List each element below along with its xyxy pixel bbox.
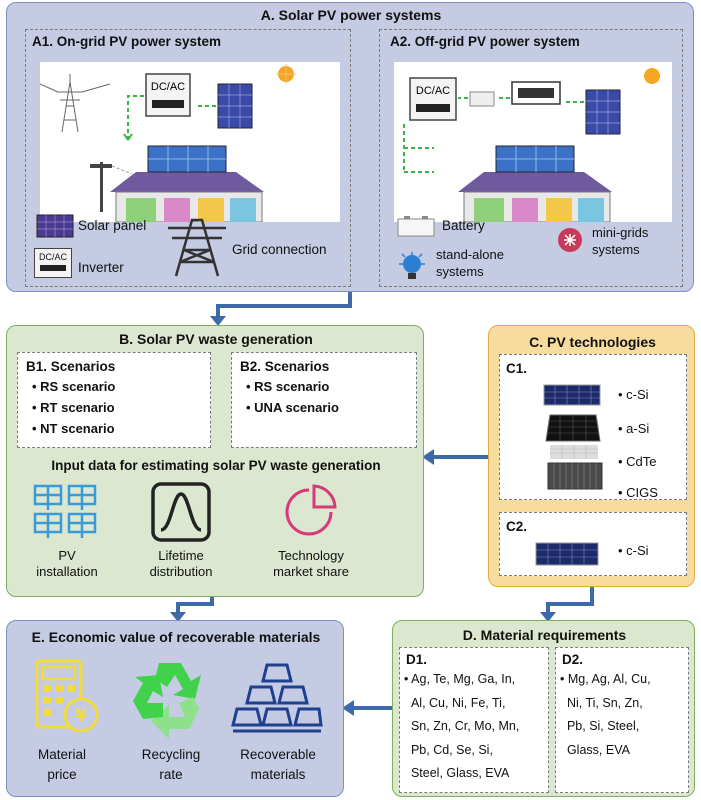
grid-panels-icon xyxy=(33,484,97,538)
b1-item: • RT scenario xyxy=(32,400,115,415)
panel-e-title: E. Economic value of recoverable materia… xyxy=(31,629,321,645)
inverter-box-icon xyxy=(145,73,191,117)
panel-solar-pv-power-systems: A. Solar PV power systems A1. On-grid PV… xyxy=(6,2,694,292)
inverter-box-icon xyxy=(409,77,457,121)
on-grid-illustration: DC/AC xyxy=(39,62,340,223)
off-grid-illustration: DC/AC xyxy=(394,62,672,223)
panel-a-title: A. Solar PV power systems xyxy=(260,7,442,23)
solar-panel-icon xyxy=(217,83,253,129)
panel-economic-value: E. Economic value of recoverable materia… xyxy=(6,620,344,797)
svg-text:¥: ¥ xyxy=(75,706,87,726)
c1-box: C1. • c-Si • a-Si • CdTe • CIGS xyxy=(499,354,687,500)
c1-title: C1. xyxy=(506,361,528,376)
c2-item: • c-Si xyxy=(618,543,649,558)
a2-title: A2. Off-grid PV power system xyxy=(390,34,580,49)
mini-grids-icon xyxy=(558,228,582,252)
house-icon xyxy=(458,145,612,223)
d2-material-list: • Mg, Ag, Al, Cu, Ni, Ti, Sn, Zn, Pb, Si… xyxy=(560,672,651,757)
b2-box: B2. Scenarios • RS scenario • UNA scenar… xyxy=(231,352,417,448)
input-data-title: Input data for estimating solar PV waste… xyxy=(51,458,381,473)
inverter-legend-icon: DC/AC xyxy=(34,248,72,278)
d2-title: D2. xyxy=(562,652,584,667)
d1-box: D1. • Ag, Te, Mg, Ga, In, Al, Cu, Ni, Fe… xyxy=(399,647,549,793)
battery-label: Battery xyxy=(442,218,485,233)
transmission-tower-icon xyxy=(39,74,111,133)
b1-item: • RS scenario xyxy=(32,379,116,394)
panel-material-requirements: D. Material requirements D1. • Ag, Te, M… xyxy=(392,620,695,797)
a1-box: A1. On-grid PV power system DC/AC xyxy=(25,29,351,287)
solar-panel-legend-icon xyxy=(36,214,74,238)
panel-pv-technologies: C. PV technologies C1. • c-Si • a-Si • C… xyxy=(488,325,695,587)
c1-item: • CIGS xyxy=(618,485,658,500)
a1-title: A1. On-grid PV power system xyxy=(32,34,222,49)
cigs-module xyxy=(547,462,603,490)
c-si-module-icon xyxy=(535,542,599,566)
sun-icon xyxy=(644,68,660,84)
battery-icon xyxy=(397,216,435,237)
panel-c-title: C. PV technologies xyxy=(529,334,656,350)
ingots-icon xyxy=(231,663,323,733)
solar-panel-icon xyxy=(585,89,621,135)
c1-item: • CdTe xyxy=(618,454,657,469)
panel-b-title: B. Solar PV waste generation xyxy=(119,331,313,347)
svg-text:DC/AC: DC/AC xyxy=(151,81,185,93)
a2-box: A2. Off-grid PV power system DC/AC xyxy=(379,29,683,287)
grid-connection-icon xyxy=(168,218,226,277)
bell-curve-icon xyxy=(151,482,211,542)
b1-item: • NT scenario xyxy=(32,421,115,436)
panel-d-title: D. Material requirements xyxy=(462,627,627,643)
b1-title: B1. Scenarios xyxy=(26,359,116,374)
battery-small-icon xyxy=(469,91,495,107)
c-si-module xyxy=(543,384,601,406)
calculator-yen-icon: ¥ xyxy=(35,659,99,733)
b1-box: B1. Scenarios • RS scenario • RT scenari… xyxy=(17,352,211,448)
d2-box: D2. • Mg, Ag, Al, Cu, Ni, Ti, Sn, Zn, Pb… xyxy=(555,647,689,793)
b2-item: • RS scenario xyxy=(246,379,330,394)
recycle-icon xyxy=(133,663,201,739)
grid-connection-label: Grid connection xyxy=(232,242,327,257)
a-si-module xyxy=(545,414,601,442)
svg-text:DC/AC: DC/AC xyxy=(416,85,450,97)
c1-item: • a-Si xyxy=(618,421,650,436)
panel-solar-pv-waste-generation: B. Solar PV waste generation B1. Scenari… xyxy=(6,325,424,597)
house-icon xyxy=(110,145,264,223)
c2-title: C2. xyxy=(506,519,528,534)
d1-material-list: • Ag, Te, Mg, Ga, In, Al, Cu, Ni, Fe, Ti… xyxy=(404,672,520,780)
d1-title: D1. xyxy=(406,652,428,667)
c2-box: C2. • c-Si xyxy=(499,512,687,576)
solar-panel-label: Solar panel xyxy=(78,218,147,233)
inverter-label: Inverter xyxy=(78,260,124,275)
stand-alone-icon xyxy=(399,252,425,279)
b2-item: • UNA scenario xyxy=(246,400,339,415)
cdte-module xyxy=(550,445,598,459)
pv-modules-icon xyxy=(543,384,603,490)
pie-chart-icon xyxy=(285,484,337,536)
c1-item: • c-Si xyxy=(618,387,649,402)
b2-title: B2. Scenarios xyxy=(240,359,330,374)
